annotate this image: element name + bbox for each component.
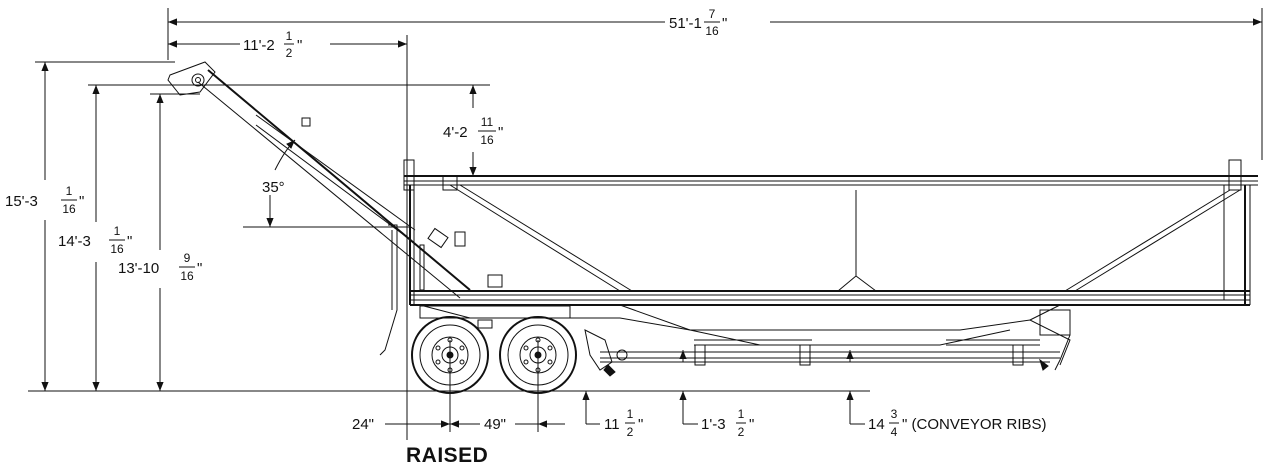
svg-text:": " bbox=[297, 37, 302, 54]
dim-line-clearance-1 bbox=[582, 391, 600, 425]
svg-text:14'-3: 14'-3 bbox=[58, 233, 91, 250]
svg-text:15'-3: 15'-3 bbox=[5, 193, 38, 210]
svg-text:2: 2 bbox=[738, 425, 745, 439]
trailer-body bbox=[379, 159, 1258, 371]
svg-text:9: 9 bbox=[184, 251, 191, 265]
svg-text:": " bbox=[498, 124, 503, 141]
svg-text:16: 16 bbox=[62, 202, 76, 216]
svg-text:3: 3 bbox=[891, 407, 898, 421]
svg-text:16: 16 bbox=[705, 24, 719, 38]
front-wheel bbox=[411, 316, 489, 394]
svg-text:1: 1 bbox=[114, 224, 121, 238]
label-front-overhang: 24" bbox=[352, 416, 374, 433]
label-axle-spacing: 49" bbox=[484, 416, 506, 433]
svg-text:": " bbox=[749, 416, 754, 433]
svg-text:16: 16 bbox=[180, 269, 194, 283]
dim-line-clearance-2 bbox=[679, 350, 698, 425]
rear-wheel bbox=[499, 316, 577, 394]
svg-text:4: 4 bbox=[891, 425, 898, 439]
svg-text:": " bbox=[79, 193, 84, 210]
svg-text:": " bbox=[197, 260, 202, 277]
suspension bbox=[419, 305, 1049, 377]
label-overall-length: 51'-1 7 16 " bbox=[669, 7, 727, 38]
svg-text:11'-2: 11'-2 bbox=[243, 37, 275, 54]
label-overall-height: 15'-3 1 16 " bbox=[5, 184, 84, 216]
label-clearance-2: 1'-3 1 2 " bbox=[701, 407, 754, 439]
svg-text:1: 1 bbox=[286, 29, 293, 43]
svg-text:1: 1 bbox=[66, 184, 73, 198]
svg-text:16: 16 bbox=[480, 133, 494, 147]
label-clearance-3: 14 3 4 " (CONVEYOR RIBS) bbox=[868, 407, 1047, 439]
label-clearance-1: 11 1 2 " bbox=[604, 407, 643, 439]
svg-text:": " bbox=[638, 416, 643, 433]
svg-text:1: 1 bbox=[738, 407, 745, 421]
svg-text:13'-10: 13'-10 bbox=[118, 260, 159, 277]
svg-text:14: 14 bbox=[868, 416, 885, 433]
svg-text:4'-2: 4'-2 bbox=[443, 124, 468, 141]
svg-text:7: 7 bbox=[709, 7, 716, 21]
svg-text:11: 11 bbox=[604, 416, 620, 433]
label-conveyor-reach: 11'-2 1 2 " bbox=[243, 29, 302, 60]
conveyor bbox=[167, 61, 503, 299]
svg-text:" (CONVEYOR RIBS): " (CONVEYOR RIBS) bbox=[902, 416, 1047, 433]
label-height-above-body: 4'-2 11 16 " bbox=[443, 115, 503, 147]
svg-text:2: 2 bbox=[627, 425, 634, 439]
label-angle: 35° bbox=[262, 179, 285, 196]
svg-text:1'-3: 1'-3 bbox=[701, 416, 726, 433]
svg-text:1: 1 bbox=[627, 407, 634, 421]
svg-text:": " bbox=[722, 15, 727, 32]
view-caption: RAISED bbox=[406, 444, 489, 467]
svg-text:": " bbox=[127, 233, 132, 250]
svg-text:11: 11 bbox=[481, 115, 494, 129]
svg-text:51'-1: 51'-1 bbox=[669, 15, 702, 32]
svg-text:2: 2 bbox=[286, 46, 293, 60]
svg-text:16: 16 bbox=[110, 242, 124, 256]
label-discharge-top: 14'-3 1 16 " bbox=[58, 224, 132, 256]
label-discharge-height: 13'-10 9 16 " bbox=[118, 251, 202, 283]
dim-line-clearance-3 bbox=[846, 350, 865, 425]
